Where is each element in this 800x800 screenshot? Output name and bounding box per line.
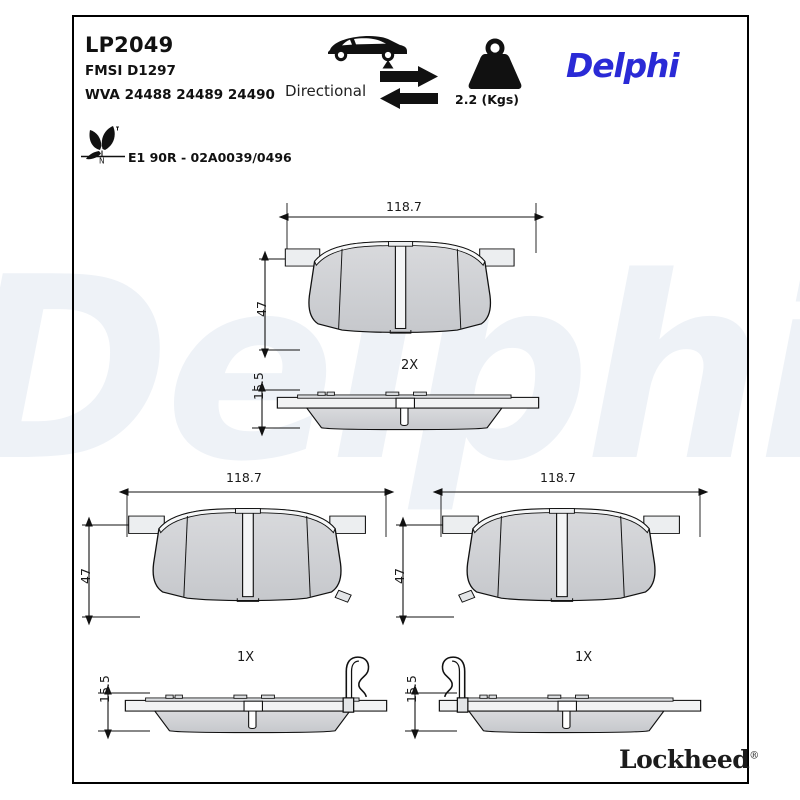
dim-label-left-width: 118.7 xyxy=(226,470,262,485)
dim-label-top-thickness: 15.5 xyxy=(251,372,266,400)
dim-label-right-width: 118.7 xyxy=(540,470,576,485)
bidirectional-arrows-icon xyxy=(380,66,438,109)
dim-label-left-height: 47 xyxy=(78,568,93,584)
drawing-top-pad-face xyxy=(284,240,515,334)
eco-leaf-icon: N xyxy=(81,126,125,165)
weight-label: 2.2 (Kgs) xyxy=(455,92,519,107)
registered-mark: ® xyxy=(749,750,759,762)
dim-right-width xyxy=(432,488,709,537)
dim-right-thickness xyxy=(405,684,457,740)
drawing-right-pad-face xyxy=(442,507,681,603)
drawing-top-pad-edge xyxy=(276,391,540,431)
part-number: LP2049 xyxy=(85,33,174,57)
qty-label-left-pad: 1X xyxy=(237,650,255,665)
qty-label-top-pad: 2X xyxy=(401,358,419,373)
svg-text:N: N xyxy=(99,157,105,165)
lockheed-wordmark: Lockheed xyxy=(619,745,750,774)
dim-label-right-thickness: 15.5 xyxy=(404,675,419,703)
dim-label-top-height: 47 xyxy=(254,301,269,317)
delphi-logo: Delphi xyxy=(566,46,680,85)
dim-top-width xyxy=(278,203,545,253)
dim-label-left-thickness: 15.5 xyxy=(97,675,112,703)
sheet-border xyxy=(72,15,749,784)
wva-codes: WVA 24488 24489 24490 xyxy=(85,87,275,103)
ece-approval-code: E1 90R - 02A0039/0496 xyxy=(128,150,292,165)
dim-label-right-height: 47 xyxy=(392,568,407,584)
dim-left-width xyxy=(118,488,395,537)
drawing-right-pad-edge xyxy=(438,694,702,734)
drawing-left-pad-face xyxy=(128,507,367,603)
directional-label: Directional xyxy=(285,82,367,100)
dim-left-thickness xyxy=(98,684,150,740)
dim-top-thickness xyxy=(252,381,300,437)
qty-label-right-pad: 1X xyxy=(575,650,593,665)
fmsi-code: FMSI D1297 xyxy=(85,63,176,79)
car-rear-axle-icon xyxy=(328,36,407,69)
dim-label-top-width: 118.7 xyxy=(386,199,422,214)
weight-kettlebell-icon xyxy=(468,38,522,89)
lockheed-logo: Lockheed® xyxy=(619,745,759,774)
